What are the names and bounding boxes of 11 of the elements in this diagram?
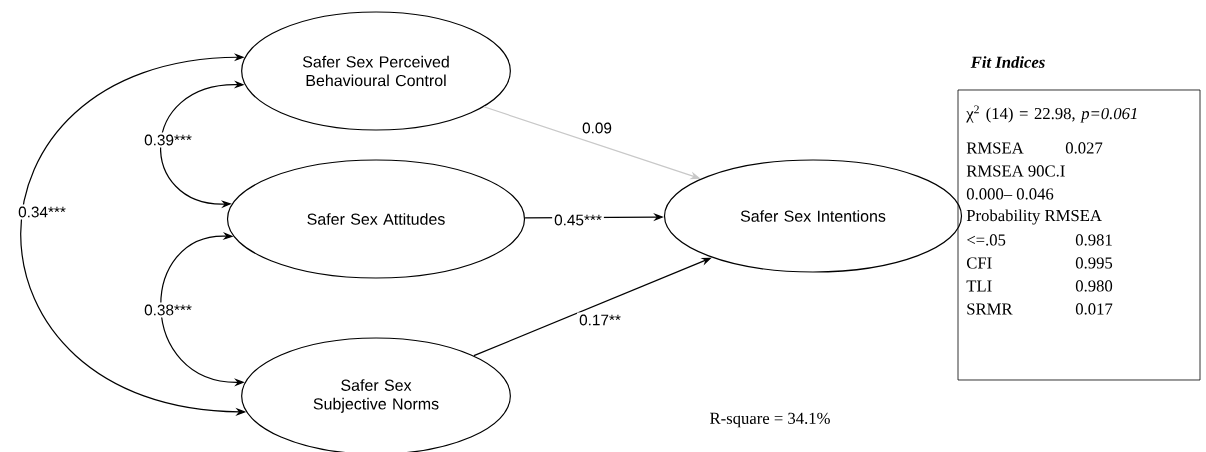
edge-label: 0.34***: [16, 204, 68, 220]
ellipse-node: Safer Sex Perceived Behavioural Control: [241, 11, 511, 131]
note-text: R-square = 34.1%: [710, 412, 830, 428]
edge-label: 0.09: [580, 120, 614, 136]
node-label: Fit Indices: [970, 56, 1045, 68]
edge-label: 0.38***: [142, 302, 194, 318]
ellipse-node: Safer Sex Attitudes: [226, 159, 526, 279]
ellipse-node: Safer Sex Intentions: [663, 159, 963, 273]
edge-label: 0.17**: [577, 312, 623, 328]
edge-label: 0.45***: [552, 212, 604, 228]
edge-label: 0.39***: [142, 132, 194, 148]
